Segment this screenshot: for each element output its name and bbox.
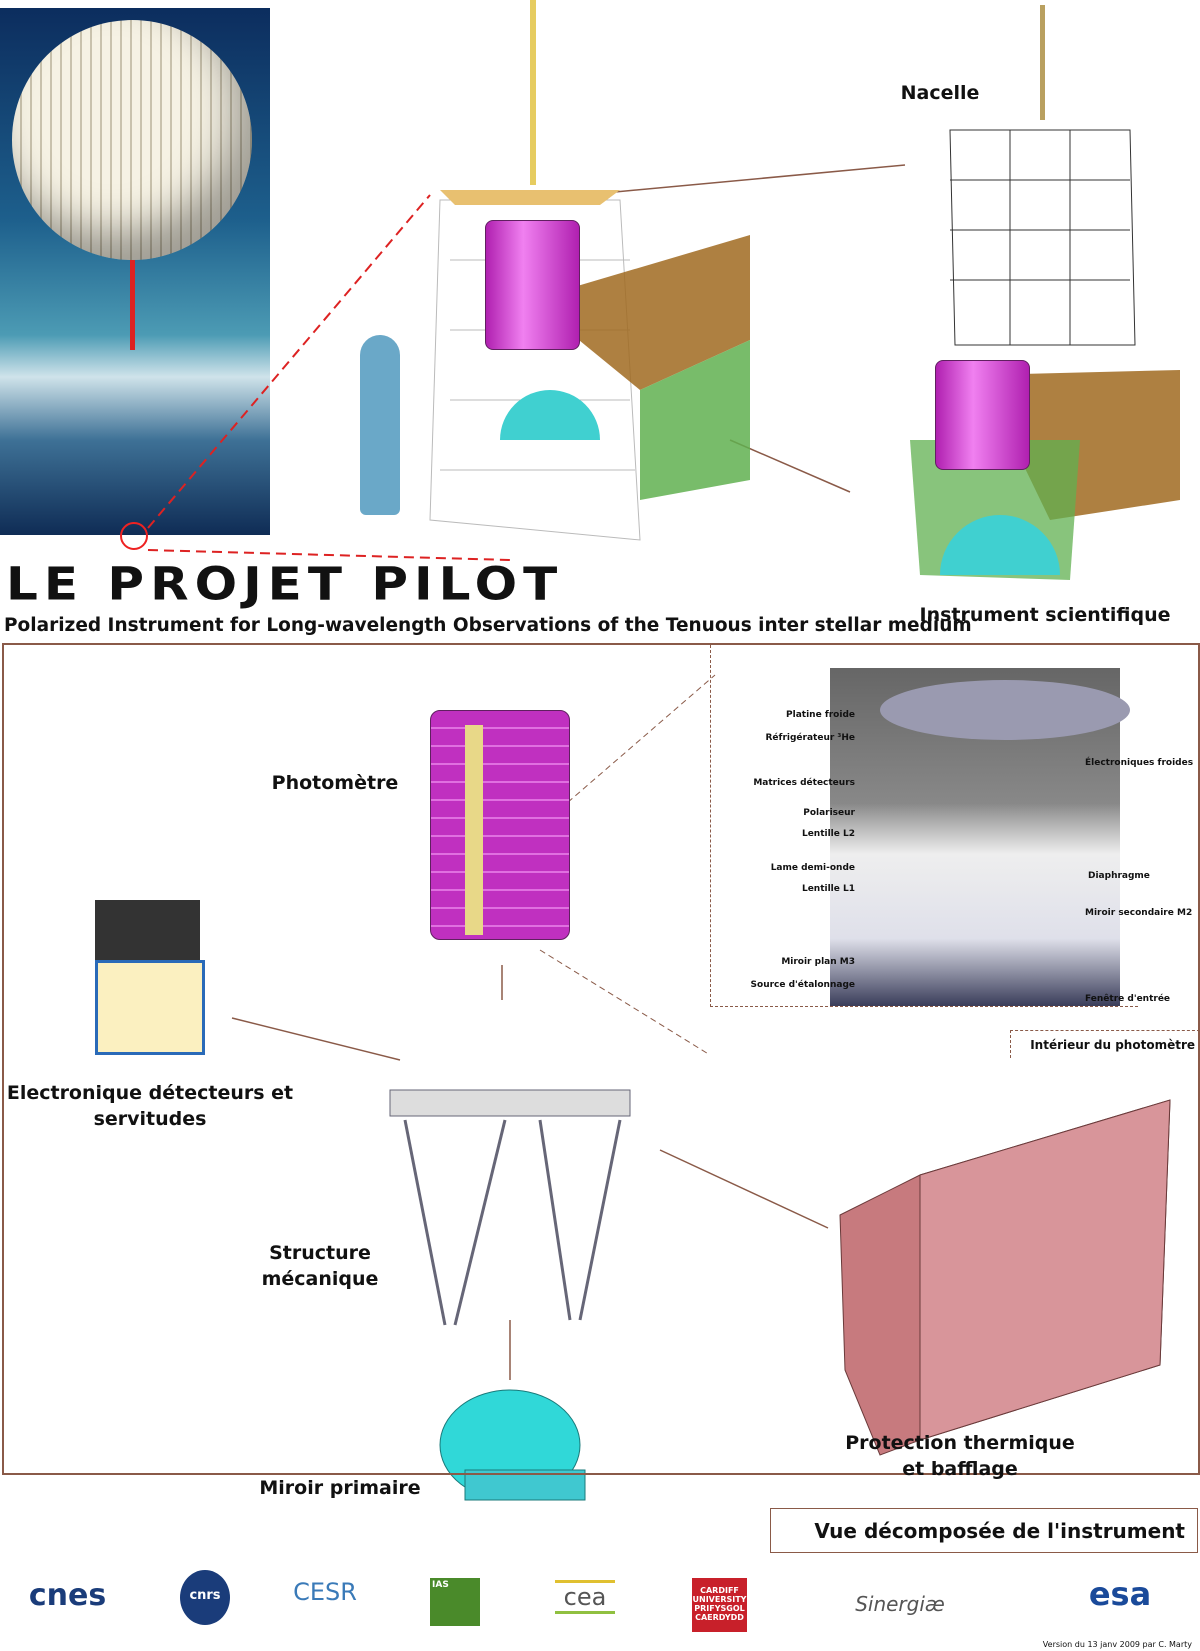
label-lentille-l1: Lentille L1 bbox=[801, 884, 855, 894]
logo-cea: cea bbox=[555, 1580, 615, 1614]
balloon bbox=[12, 20, 252, 260]
label-lentille-l2: Lentille L2 bbox=[801, 829, 855, 839]
label-miroir-primaire: Miroir primaire bbox=[259, 1477, 421, 1499]
label-miroir-m3: Miroir plan M3 bbox=[781, 957, 855, 967]
electronics-drawing bbox=[95, 900, 200, 960]
nacelle-drawing bbox=[949, 129, 1136, 346]
label-polariseur: Polariseur bbox=[803, 808, 855, 818]
logo-cnrs: cnrs bbox=[180, 1570, 230, 1625]
page-title: LE PROJET PILOT bbox=[6, 557, 564, 611]
label-matrices: Matrices détecteurs bbox=[753, 778, 855, 788]
structure-drawing bbox=[389, 1089, 631, 1326]
label-source: Source d'étalonnage bbox=[750, 980, 855, 990]
logo-sinergiae: Sinergiæ bbox=[855, 1592, 945, 1616]
photometer-drawing bbox=[430, 710, 570, 940]
label-protection: Protection thermique et bafflage bbox=[845, 1432, 1075, 1480]
exploded-view-panel bbox=[2, 643, 1200, 1475]
balloon-tether bbox=[130, 260, 135, 350]
human-silhouette-scale bbox=[360, 335, 400, 515]
cold-plate bbox=[880, 680, 1130, 740]
logo-esa: esa bbox=[1088, 1575, 1152, 1613]
label-electronique: Electronique détecteurs et servitudes bbox=[6, 1082, 294, 1130]
logo-cardiff: CARDIFF UNIVERSITY PRIFYSGOL CAERDYDD bbox=[692, 1578, 747, 1632]
photometer-interior-panel bbox=[710, 645, 1138, 1007]
label-refrigerateur: Réfrigérateur ³He bbox=[765, 733, 856, 743]
interior-caption: Intérieur du photomètre bbox=[1010, 1030, 1200, 1058]
label-photometre: Photomètre bbox=[271, 772, 399, 794]
logo-ias: IAS bbox=[430, 1578, 480, 1626]
label-nacelle: Nacelle bbox=[900, 82, 980, 104]
label-platine-froide: Platine froide bbox=[786, 710, 855, 720]
label-miroir-m2: Miroir secondaire M2 bbox=[1085, 908, 1193, 918]
gondola-highlight-circle bbox=[120, 522, 148, 550]
exploded-view-caption: Vue décomposée de l'instrument bbox=[770, 1508, 1198, 1553]
logo-cesr: CESR bbox=[293, 1578, 357, 1606]
photometer-small-top bbox=[485, 220, 580, 350]
electronics-box bbox=[95, 960, 205, 1055]
photometer-strut bbox=[465, 725, 483, 935]
label-diaphragme: Diaphragme bbox=[1088, 871, 1150, 881]
logo-cnes: cnes bbox=[28, 1578, 107, 1613]
label-electroniques-froides: Électroniques froides bbox=[1085, 758, 1194, 768]
label-instrument-scientifique: Instrument scientifique bbox=[919, 604, 1171, 626]
label-lame: Lame demi-onde bbox=[770, 863, 855, 873]
photometer-small-right bbox=[935, 360, 1030, 470]
label-structure: Structure mécanique bbox=[261, 1242, 379, 1290]
label-fenetre: Fenêtre d'entrée bbox=[1085, 994, 1171, 1004]
version-note: Version du 13 janv 2009 par C. Marty bbox=[1042, 1640, 1192, 1649]
page-subtitle: Polarized Instrument for Long-wavelength… bbox=[4, 615, 972, 636]
